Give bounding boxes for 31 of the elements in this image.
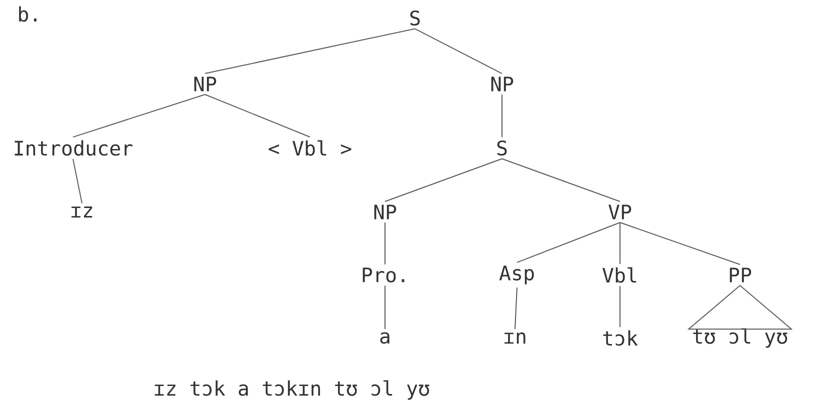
tree-branch [516,222,620,263]
panel-letter: b. [19,6,36,22]
phrase-label: Pro. [362,268,404,282]
phrase-label: VP [608,204,632,220]
phrase-label: tʊ ɔl yʊ [693,328,788,348]
tree-branch [72,158,82,204]
phrase-label: NP [194,76,216,92]
phrase-label: a [380,332,390,344]
phrase-label: NP [374,204,396,220]
phrase-label: Vbl [602,267,636,283]
phrase-label: Asp [499,266,534,284]
phrase-label: ɪn [504,332,526,344]
tree-branch [502,158,620,202]
phrase-label: S [497,140,507,156]
phrase-label: NP [491,76,514,92]
tree-branch [620,222,740,265]
tree-branch [204,94,310,138]
tree-branch [514,287,518,330]
phrase-label: S [410,10,420,26]
tree-branch [204,28,416,74]
phrase-label: PP [730,268,752,282]
phrase-label: Introducer [14,140,132,156]
tree-branch [72,94,206,138]
tree-branch [384,222,386,265]
tree-branch [414,28,502,74]
tree-branch [384,158,502,202]
phrase-label: tɔk [603,330,638,346]
tree-branch [384,285,386,330]
phrase-label: ɪz [72,206,92,218]
sentence-text: ɪz tɔk a tɔkɪn tʊ ɔl yʊ [154,380,430,400]
phrase-label: < Vbl > [268,140,352,156]
